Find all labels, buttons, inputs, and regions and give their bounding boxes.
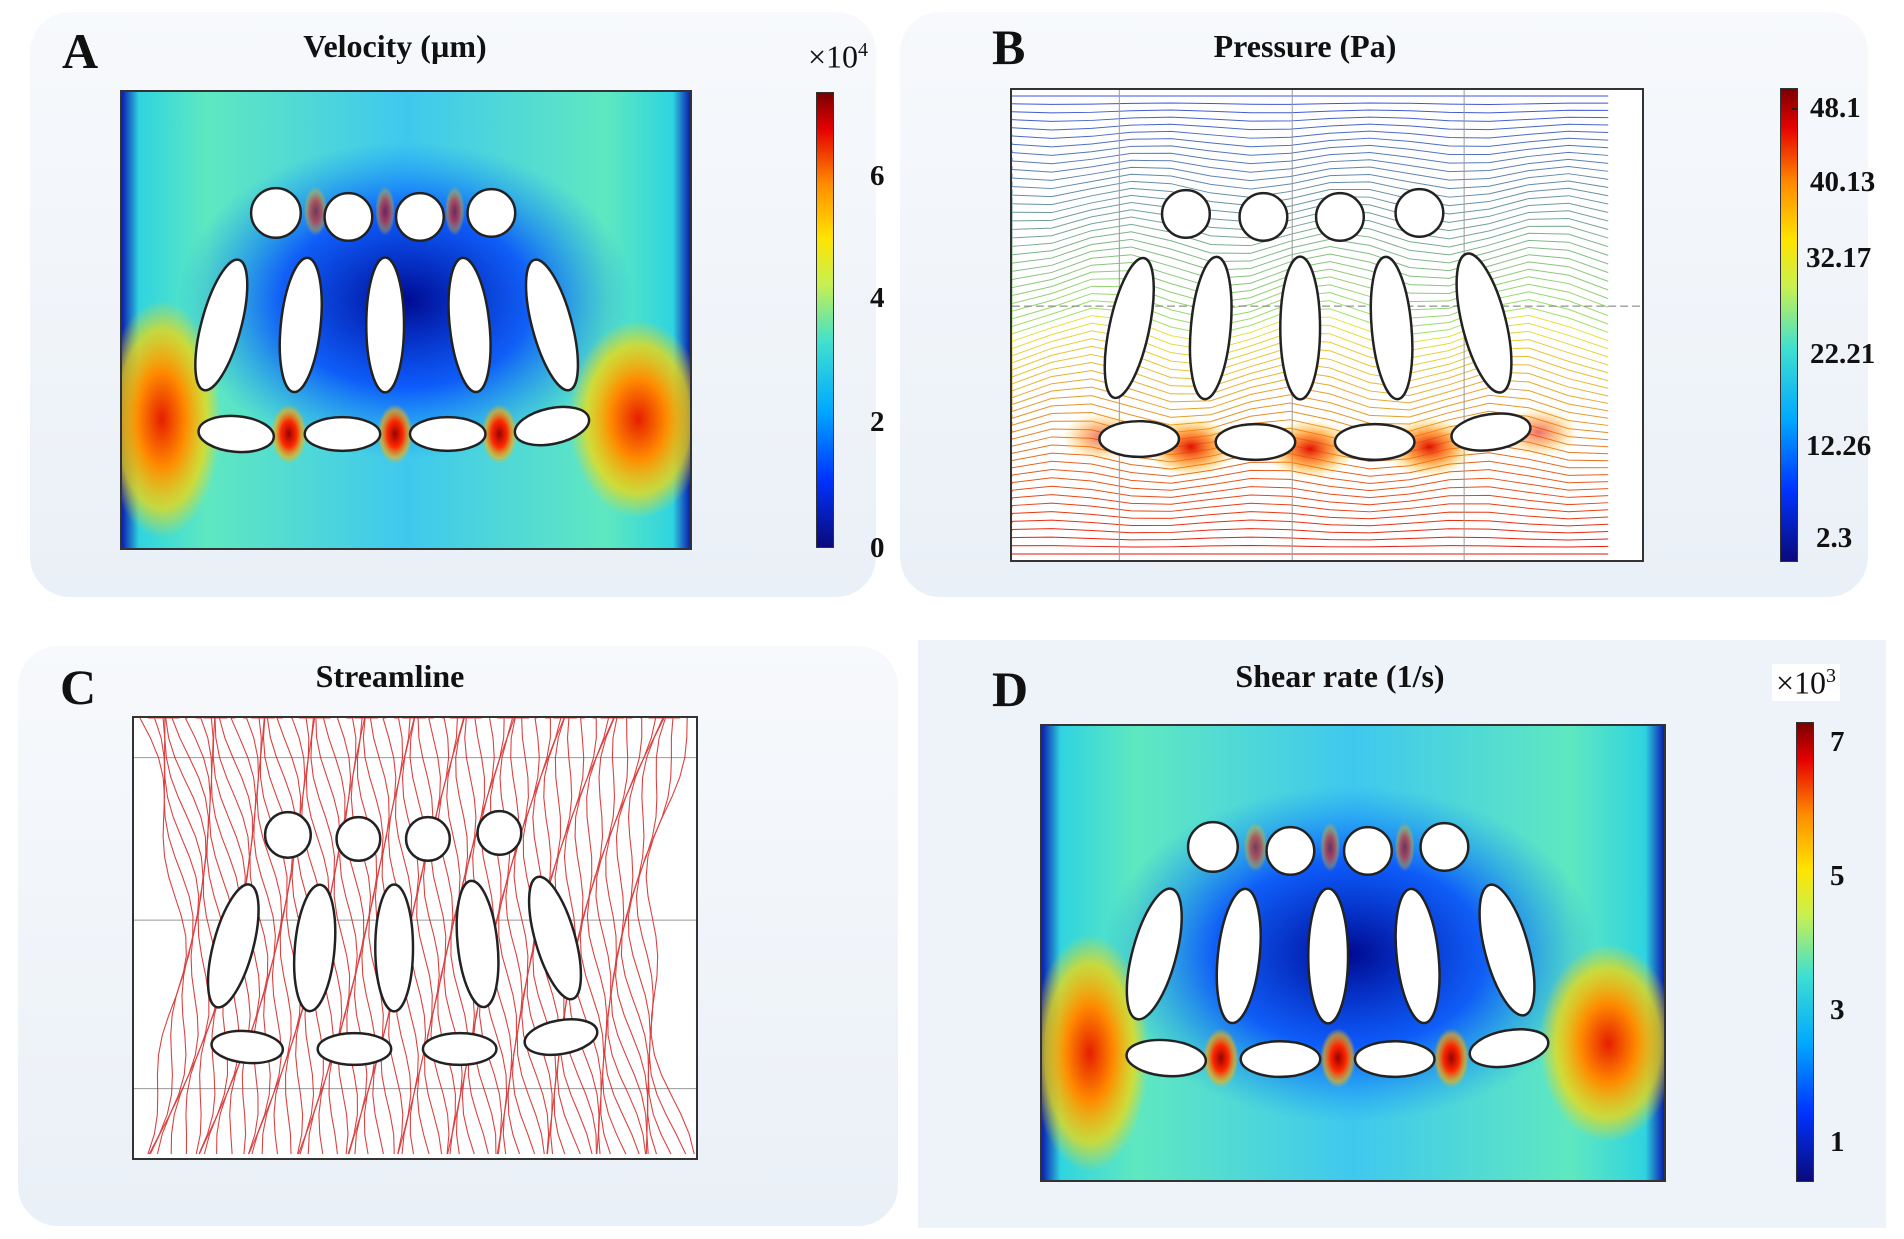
pressure-contour-line: [1012, 123, 1609, 131]
pressure-colorbar: [1780, 88, 1798, 562]
pressure-contour-line: [1012, 223, 1609, 248]
pressure-tick-22-21: 22.21: [1810, 338, 1876, 370]
velocity-tick-0: 0: [870, 532, 885, 564]
pressure-contour-line: [1012, 151, 1609, 165]
pressure-contour-line: [1012, 511, 1609, 520]
pressure-tick-32-17: 32.17: [1806, 242, 1872, 274]
panel-letter-a: A: [62, 23, 99, 79]
streamline-path: [505, 718, 536, 1155]
streamline-path: [437, 718, 458, 1155]
panel-letter-d: D: [992, 661, 1029, 717]
velocity-colorbar: [816, 92, 834, 548]
panel-letter-b: B: [992, 19, 1026, 75]
streamline-path: [336, 718, 358, 1155]
pressure-contour-line: [1012, 253, 1609, 280]
streamline-path: [422, 718, 443, 1155]
panel-title-velocity: Velocity (µm): [303, 28, 487, 64]
pressure-tick-2-3: 2.3: [1816, 522, 1853, 554]
pressure-contour-line: [1012, 202, 1609, 223]
pressure-contour-line: [1012, 231, 1609, 256]
shear-colorbar-multiplier: ×103: [1772, 664, 1841, 701]
velocity-field-plot: [120, 90, 692, 550]
shear-tick-5: 5: [1830, 860, 1845, 892]
pressure-contour-line: [1012, 494, 1609, 506]
streamline-path: [605, 718, 647, 1155]
streamline-path: [362, 718, 384, 1155]
pressure-contour-line: [1012, 158, 1609, 173]
pressure-contour-line: [1012, 130, 1609, 139]
velocity-tick-4: 4: [870, 282, 885, 314]
streamline-path: [610, 718, 657, 1155]
pressure-contour-line: [1012, 173, 1609, 190]
streamline-path: [627, 718, 673, 1155]
streamline-path: [645, 718, 695, 1155]
streamline-path: [595, 718, 640, 1155]
pressure-contour-line: [1012, 109, 1609, 114]
pressure-contour-line: [1012, 477, 1609, 492]
panel-title-streamline: Streamline: [315, 658, 465, 694]
pressure-contour-line: [1012, 102, 1609, 105]
shear-rate-colorbar: [1796, 722, 1814, 1182]
pressure-tick-48-1: 48.1: [1810, 92, 1861, 124]
pressure-tick-40-13: 40.13: [1810, 166, 1876, 198]
pressure-contour-line: [1012, 536, 1609, 541]
streamline-path: [165, 718, 210, 1155]
shear-tick-7: 7: [1830, 726, 1845, 758]
pressure-contour-line: [1012, 519, 1609, 527]
streamline-path: [230, 718, 269, 1155]
pressure-contour-line: [1012, 402, 1609, 426]
velocity-colorbar-multiplier: ×104: [808, 38, 869, 75]
pressure-contour-line: [1012, 187, 1609, 207]
streamline-path: [430, 718, 450, 1155]
streamline-path: [416, 718, 434, 1155]
streamline-plot: [132, 716, 698, 1160]
pressure-contour-line: [1012, 502, 1609, 513]
streamline-path: [586, 718, 627, 1155]
pressure-contour-plot: [1010, 88, 1644, 562]
streamline-path: [513, 718, 545, 1155]
pressure-contour-line: [1012, 246, 1609, 272]
pressure-contour-line: [1012, 209, 1609, 232]
pressure-contour-line: [1012, 166, 1609, 182]
pressure-contour-line: [1012, 137, 1609, 148]
streamline-path: [171, 718, 220, 1155]
panel-title-pressure: Pressure (Pa): [1213, 28, 1397, 64]
shear-tick-3: 3: [1830, 994, 1845, 1026]
shear-rate-plot: [1040, 724, 1666, 1182]
pressure-contour-line: [1012, 144, 1609, 156]
pressure-contour-line: [1012, 485, 1609, 499]
shear-tick-1: 1: [1830, 1126, 1845, 1158]
streamline-path: [635, 718, 687, 1155]
pressure-contour-line: [1012, 394, 1609, 419]
velocity-tick-2: 2: [870, 406, 885, 438]
pressure-contour-line: [1012, 528, 1609, 534]
pressure-contour-line: [1012, 545, 1609, 548]
pressure-contour-line: [1012, 194, 1609, 215]
pressure-tick-12-26: 12.26: [1806, 430, 1872, 462]
pressure-contour-line: [1012, 180, 1609, 198]
streamline-path: [266, 718, 302, 1155]
panel-letter-c: C: [60, 659, 97, 715]
pressure-contour-line: [1012, 216, 1609, 240]
panel-title-shear-rate: Shear rate (1/s): [1235, 658, 1445, 694]
streamline-path: [322, 718, 351, 1155]
streamline-path: [498, 718, 522, 1155]
pressure-contour-line: [1012, 116, 1609, 122]
pressure-tickmark: [1792, 108, 1798, 110]
pressure-contour-line: [1012, 238, 1609, 264]
velocity-tick-6: 6: [870, 160, 885, 192]
streamline-path: [573, 718, 615, 1155]
